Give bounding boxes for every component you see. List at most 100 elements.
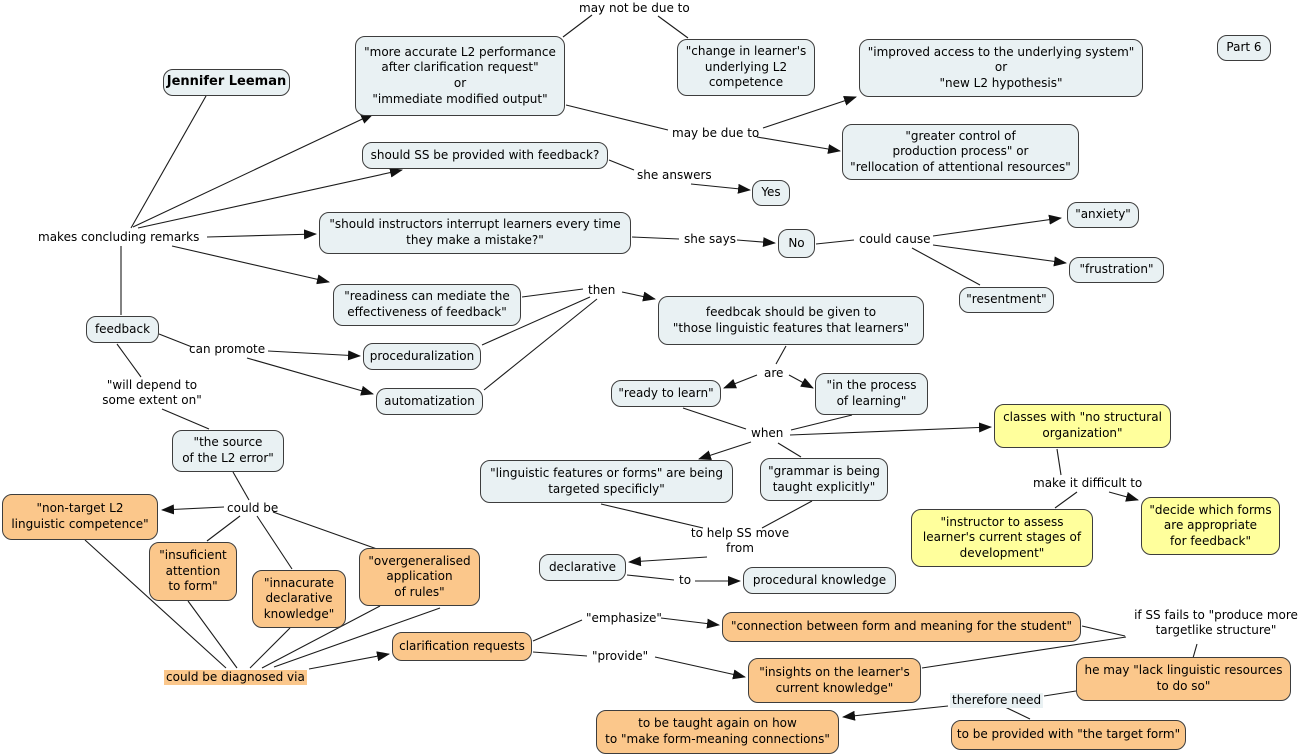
edge-line	[762, 96, 857, 129]
node-resentment[interactable]: "resentment"	[959, 287, 1054, 313]
node-insights-learner[interactable]: "insights on the learner's current knowl…	[748, 658, 921, 703]
edge-line	[842, 705, 949, 721]
edge-line	[272, 511, 378, 550]
label-provide[interactable]: "provide"	[592, 649, 649, 663]
edge-line	[815, 239, 855, 245]
label-may-not-be-due-to[interactable]: may not be due to	[579, 1, 690, 15]
node-instructor-assess[interactable]: "instructor to assess learner's current …	[911, 509, 1093, 567]
label-therefore-need[interactable]: therefore need	[950, 693, 1044, 708]
edge-line	[116, 343, 142, 378]
edge-line	[187, 600, 238, 669]
edge-line	[777, 442, 802, 458]
node-non-target-competence[interactable]: "non-target L2 linguistic competence"	[2, 494, 158, 540]
node-feedbcak-given-to[interactable]: feedbcak should be given to "those lingu…	[658, 296, 924, 345]
label-to-help-ss-move[interactable]: to help SS move from	[690, 526, 790, 555]
node-jennifer-leeman[interactable]: Jennifer Leeman	[163, 69, 290, 96]
node-procedural-knowledge[interactable]: procedural knowledge	[743, 567, 896, 594]
edge-line	[84, 539, 227, 669]
node-readiness-mediate[interactable]: "readiness can mediate the effectiveness…	[333, 284, 521, 326]
edge-line	[130, 95, 207, 229]
node-ready-to-learn[interactable]: "ready to learn"	[611, 380, 721, 407]
node-innacurate-knowledge[interactable]: "innacurate declarative knowledge"	[252, 570, 346, 628]
edge-line	[161, 408, 210, 430]
edge-line	[682, 407, 747, 430]
edge-line	[1054, 491, 1078, 509]
node-clarification-requests[interactable]: clarification requests	[392, 632, 532, 661]
label-when[interactable]: when	[751, 426, 784, 440]
edge-line	[932, 244, 1067, 267]
edge-line	[628, 556, 708, 567]
node-feedback[interactable]: feedback	[86, 316, 159, 343]
edge-line	[788, 374, 814, 389]
edge-line	[608, 159, 635, 171]
label-are[interactable]: are	[764, 366, 784, 380]
label-could-be[interactable]: could be	[227, 501, 279, 515]
node-source-l2-error[interactable]: "the source of the L2 error"	[172, 430, 284, 472]
edge-line	[1043, 690, 1077, 697]
edge-line	[308, 651, 390, 670]
edge-line	[158, 333, 193, 348]
node-should-instructors-interrupt[interactable]: "should instructors interrupt learners e…	[319, 212, 631, 254]
node-automatization[interactable]: automatization	[376, 388, 483, 415]
node-linguistic-features-targeted[interactable]: "linguistic features or forms" are being…	[480, 460, 733, 503]
edge-line	[660, 617, 720, 629]
node-declarative[interactable]: declarative	[539, 554, 626, 581]
edge-line	[206, 515, 241, 542]
node-in-process-learning[interactable]: "in the process of learning"	[815, 373, 928, 415]
node-no[interactable]: No	[778, 229, 815, 258]
node-lack-resources[interactable]: he may "lack linguistic resources to do …	[1076, 657, 1291, 701]
label-may-be-due-to[interactable]: may be due to	[672, 126, 760, 140]
edge-line	[521, 288, 584, 298]
edge-line	[261, 605, 381, 669]
edge-line	[1081, 625, 1126, 637]
node-taught-again[interactable]: to be taught again on how to "make form-…	[596, 710, 839, 754]
edge-line	[232, 471, 250, 501]
node-connection-form-meaning[interactable]: "connection between form and meaning for…	[722, 612, 1081, 642]
edge-line	[790, 414, 853, 431]
node-proceduralization[interactable]: proceduralization	[363, 343, 481, 370]
node-provided-target-form[interactable]: to be provided with "the target form"	[951, 720, 1186, 750]
edge-line	[249, 627, 291, 669]
label-then[interactable]: then	[588, 283, 616, 297]
node-classes-no-structure[interactable]: classes with "no structural organization…	[994, 404, 1171, 448]
label-could-be-diagnosed-via[interactable]: could be diagnosed via	[164, 670, 307, 685]
label-will-depend[interactable]: "will depend to some extent on"	[102, 378, 202, 407]
edge-line	[483, 298, 598, 391]
label-can-promote[interactable]: can promote	[189, 342, 266, 356]
edge-line	[246, 357, 374, 396]
edge-line	[600, 503, 704, 529]
edge-line	[932, 214, 1062, 237]
node-grammar-explicit[interactable]: "grammar is being taught explicitly"	[760, 458, 888, 501]
edge-line	[1056, 448, 1062, 476]
edge-line	[789, 422, 992, 436]
label-to[interactable]: to	[679, 573, 692, 587]
edge-line	[562, 14, 593, 38]
node-part-6[interactable]: Part 6	[1217, 35, 1271, 61]
label-emphasize[interactable]: "emphasize"	[586, 611, 662, 625]
node-yes[interactable]: Yes	[752, 180, 790, 206]
node-improved-access[interactable]: "improved access to the underlying syste…	[859, 39, 1143, 97]
label-makes-concluding-remarks[interactable]: makes concluding remarks	[38, 230, 200, 244]
label-make-it-difficult[interactable]: make it difficult to	[1033, 476, 1143, 490]
edge-line	[626, 574, 675, 581]
label-she-answers[interactable]: she answers	[637, 168, 712, 182]
label-if-ss-fails[interactable]: if SS fails to "produce more targetlike …	[1134, 608, 1298, 637]
node-should-ss-feedback[interactable]: should SS be provided with feedback?	[362, 142, 608, 169]
edge-line	[1004, 706, 1031, 720]
node-overgeneralised-rules[interactable]: "overgeneralised application of rules"	[359, 548, 480, 606]
label-could-cause[interactable]: could cause	[859, 232, 931, 246]
node-decide-which-forms[interactable]: "decide which forms are appropriate for …	[1141, 497, 1280, 555]
edge-line	[723, 374, 758, 389]
node-greater-control[interactable]: "greater control of production process" …	[842, 124, 1079, 180]
node-change-in-competence[interactable]: "change in learner's underlying L2 compe…	[677, 39, 815, 96]
edge-line	[761, 500, 813, 529]
node-insuficient-attention[interactable]: "insuficient attention to form"	[149, 542, 237, 601]
node-more-accurate-output[interactable]: "more accurate L2 performance after clar…	[355, 36, 565, 116]
node-frustration[interactable]: "frustration"	[1069, 257, 1164, 283]
edge-line	[690, 183, 751, 194]
node-anxiety[interactable]: "anxiety"	[1067, 202, 1139, 228]
edge-line	[206, 229, 317, 240]
label-she-says[interactable]: she says	[684, 232, 737, 246]
edge-line	[698, 441, 752, 461]
